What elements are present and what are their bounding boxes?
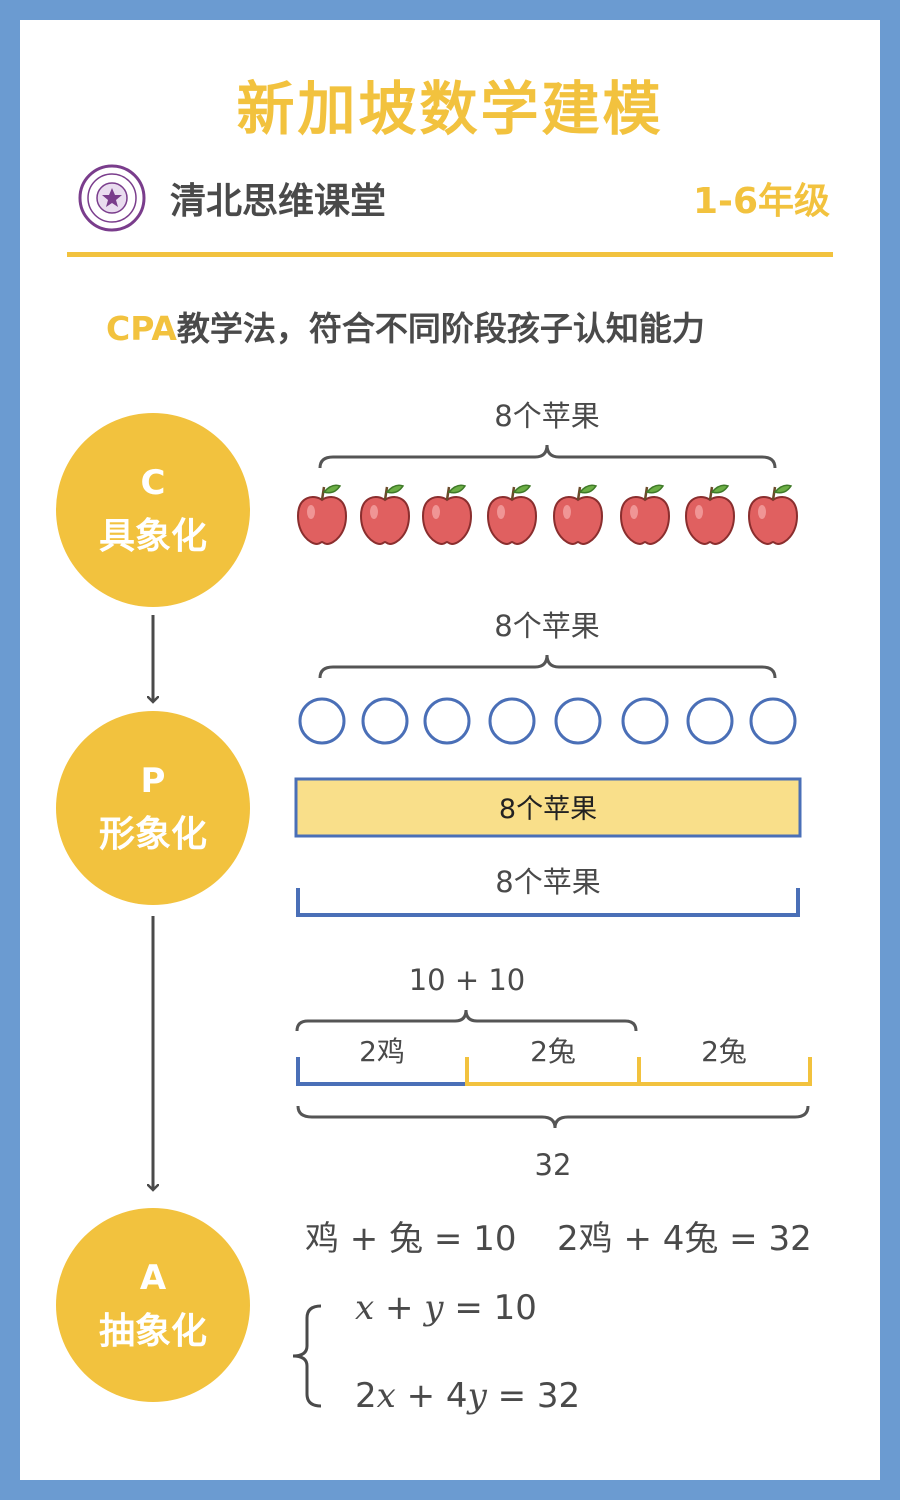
apple-icon xyxy=(619,484,671,546)
circle-marker xyxy=(423,697,471,745)
divider xyxy=(67,252,833,257)
split-bottom-label: 32 xyxy=(535,1148,572,1182)
curly-brace xyxy=(295,1009,638,1032)
bar-label: 8个苹果 xyxy=(499,794,597,825)
system-equation-2: 2x + 4y = 32 xyxy=(355,1376,581,1416)
system-equation-1: x + y = 10 xyxy=(355,1288,537,1328)
apple-icon xyxy=(684,484,736,546)
segment-label: 2鸡 xyxy=(359,1035,405,1068)
split-top-label: 10 + 10 xyxy=(409,963,526,997)
circle-marker xyxy=(621,697,669,745)
line-bracket xyxy=(296,888,800,917)
curly-brace xyxy=(296,1105,810,1129)
stage-abstract: A 抽象化 xyxy=(56,1208,250,1402)
apple-icon xyxy=(552,484,604,546)
circle-marker xyxy=(361,697,409,745)
stage-letter: C xyxy=(140,463,166,503)
circle-marker xyxy=(298,697,346,745)
university-seal-icon xyxy=(78,164,146,232)
segment-label: 2兔 xyxy=(701,1035,747,1068)
word-equation-2: 2鸡 + 4兔 = 32 xyxy=(557,1219,812,1259)
stage-pictorial: P 形象化 xyxy=(56,711,250,905)
word-equation-1: 鸡 + 兔 = 10 xyxy=(305,1219,517,1259)
curly-brace xyxy=(318,654,777,679)
apples-brace-label: 8个苹果 xyxy=(494,399,599,433)
apple-icon xyxy=(747,484,799,546)
stage-letter: P xyxy=(140,761,166,801)
line-label: 8个苹果 xyxy=(495,865,600,899)
curly-brace xyxy=(318,444,777,469)
subtitle: CPA教学法，符合不同阶段孩子认知能力 xyxy=(106,302,705,350)
segment-label: 2兔 xyxy=(530,1035,576,1068)
circle-marker xyxy=(488,697,536,745)
segment-bracket-yellow xyxy=(465,1057,812,1086)
apple-icon xyxy=(421,484,473,546)
stage-letter: A xyxy=(139,1258,167,1298)
grade-range: 1-6年级 xyxy=(692,181,830,222)
apple-icon xyxy=(296,484,348,546)
page-title: 新加坡数学建模 xyxy=(236,75,664,143)
circles-brace-label: 8个苹果 xyxy=(494,609,599,643)
subtitle-text: 教学法，符合不同阶段孩子认知能力 xyxy=(176,309,705,348)
circle-marker xyxy=(686,697,734,745)
segment-bracket-blue xyxy=(296,1057,467,1086)
apple-icon xyxy=(359,484,411,546)
org-name: 清北思维课堂 xyxy=(170,181,387,222)
quantity-bar xyxy=(294,777,802,838)
subtitle-highlight: CPA xyxy=(106,309,177,348)
apple-row xyxy=(296,484,799,546)
circle-marker xyxy=(554,697,602,745)
system-brace xyxy=(292,1304,322,1408)
stage-label: 抽象化 xyxy=(98,1311,207,1352)
stage-concrete: C 具象化 xyxy=(56,413,250,607)
apple-icon xyxy=(486,484,538,546)
circle-marker xyxy=(749,697,797,745)
circle-row xyxy=(298,697,797,745)
stage-label: 具象化 xyxy=(98,516,207,557)
stage-label: 形象化 xyxy=(98,814,207,855)
